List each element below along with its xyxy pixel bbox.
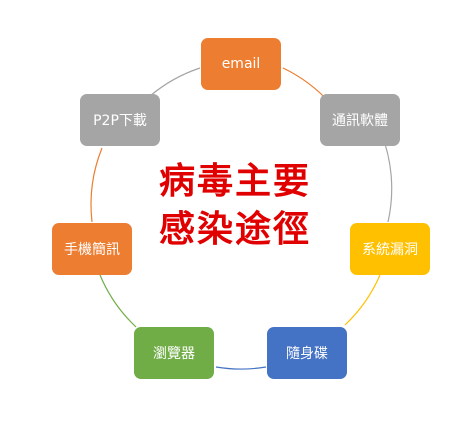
node-p2p-download-label: P2P下載 xyxy=(93,113,147,129)
node-email: email xyxy=(201,38,281,90)
node-system-vulnerability-label: 系統漏洞 xyxy=(362,242,418,258)
node-p2p-download: P2P下載 xyxy=(80,94,160,146)
center-title: 病毒主要 感染途徑 xyxy=(130,158,340,254)
node-email-label: email xyxy=(221,56,261,72)
arc-vuln-usb xyxy=(344,274,381,326)
node-browser-label: 瀏覽器 xyxy=(153,346,195,362)
node-instant-messaging-label: 通訊軟體 xyxy=(332,113,388,129)
node-usb-drive-label: 隨身碟 xyxy=(286,346,328,362)
node-mobile-sms-label: 手機簡訊 xyxy=(64,242,120,258)
center-title-line-1: 病毒主要 xyxy=(158,161,311,202)
node-system-vulnerability: 系統漏洞 xyxy=(350,223,430,275)
arc-p2p-email xyxy=(149,67,201,97)
center-title-line-2: 感染途徑 xyxy=(158,209,311,250)
node-mobile-sms: 手機簡訊 xyxy=(52,223,132,275)
arc-mobile-p2p xyxy=(90,147,103,223)
arc-browser-mobile xyxy=(99,274,137,328)
node-browser: 瀏覽器 xyxy=(134,327,214,379)
arc-usb-browser xyxy=(215,366,267,370)
node-usb-drive: 隨身碟 xyxy=(267,327,347,379)
node-instant-messaging: 通訊軟體 xyxy=(320,94,400,146)
